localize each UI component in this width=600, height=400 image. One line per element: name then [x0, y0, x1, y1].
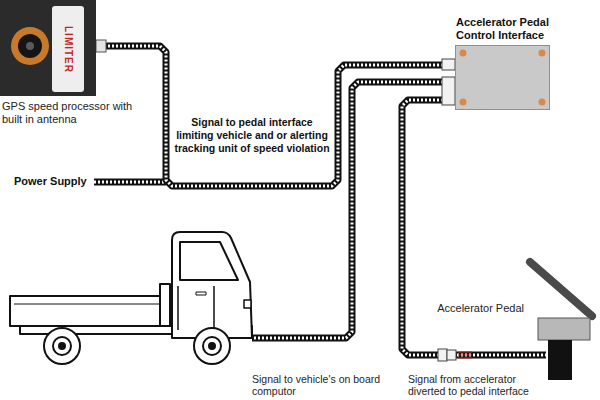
truck-wheel	[194, 328, 230, 364]
accelerator-pedal: Accelerator Pedal	[546, 258, 596, 382]
interface-plug	[442, 59, 455, 70]
mounting-screw	[539, 99, 546, 106]
truck-wheel	[44, 328, 80, 364]
pedal-plug	[447, 350, 456, 360]
pedal-label: Accelerator Pedal	[437, 302, 524, 315]
device-label: LIMITER	[52, 6, 84, 92]
pedal-plate	[530, 262, 592, 316]
truck-door	[178, 286, 214, 330]
braided-cable	[402, 100, 546, 355]
antenna-core	[18, 34, 42, 58]
gps-plug	[96, 40, 106, 52]
pedal-plug	[438, 349, 447, 361]
device-sticker	[52, 6, 84, 92]
pedal-base	[538, 318, 590, 340]
truck-illustration	[10, 232, 252, 364]
pedal-post	[548, 340, 572, 380]
truck-bed	[10, 296, 168, 326]
truck-window	[180, 242, 238, 280]
truck-bed-rail	[14, 304, 164, 305]
truck-wheel-hub	[209, 343, 215, 349]
truck-headlight	[244, 300, 251, 308]
power-supply-label: Power Supply	[14, 175, 87, 188]
mounting-screw	[460, 50, 467, 57]
pedal-control-interface: Accelerator Pedal Control Interface	[455, 45, 550, 110]
truck-wheel-rim	[203, 337, 221, 355]
box-heading: Accelerator Pedal Control Interface	[456, 16, 566, 42]
interface-plug	[442, 77, 455, 105]
iface-outline	[456, 46, 549, 109]
cable-sheath	[402, 100, 546, 355]
cable-braid	[402, 100, 546, 355]
signal-label: Signal to vehicle's on board computor	[252, 373, 397, 397]
pedal-outline	[546, 258, 596, 382]
truck-wheel-hub	[59, 343, 65, 349]
signal-label: Signal from accelerator diverted to peda…	[408, 373, 548, 397]
mounting-screw	[460, 99, 467, 106]
power-wire-braid	[94, 181, 166, 184]
truck-cab	[172, 232, 252, 338]
antenna-center	[26, 42, 34, 50]
gps-outline	[0, 0, 96, 96]
gps-processor: LIMITERGPS speed processor with built in…	[0, 0, 96, 96]
device-caption: GPS speed processor with built in antenn…	[2, 100, 134, 126]
pedal-lead-wires	[458, 352, 472, 358]
truck-headboard	[160, 284, 170, 326]
power-wire	[94, 179, 166, 186]
truck-wheel-rim	[53, 337, 71, 355]
signal-label: Signal to pedal interface limiting vehic…	[172, 116, 332, 155]
truck-door-handle	[196, 292, 206, 295]
antenna-ring	[11, 27, 49, 65]
mounting-screw	[539, 50, 546, 57]
